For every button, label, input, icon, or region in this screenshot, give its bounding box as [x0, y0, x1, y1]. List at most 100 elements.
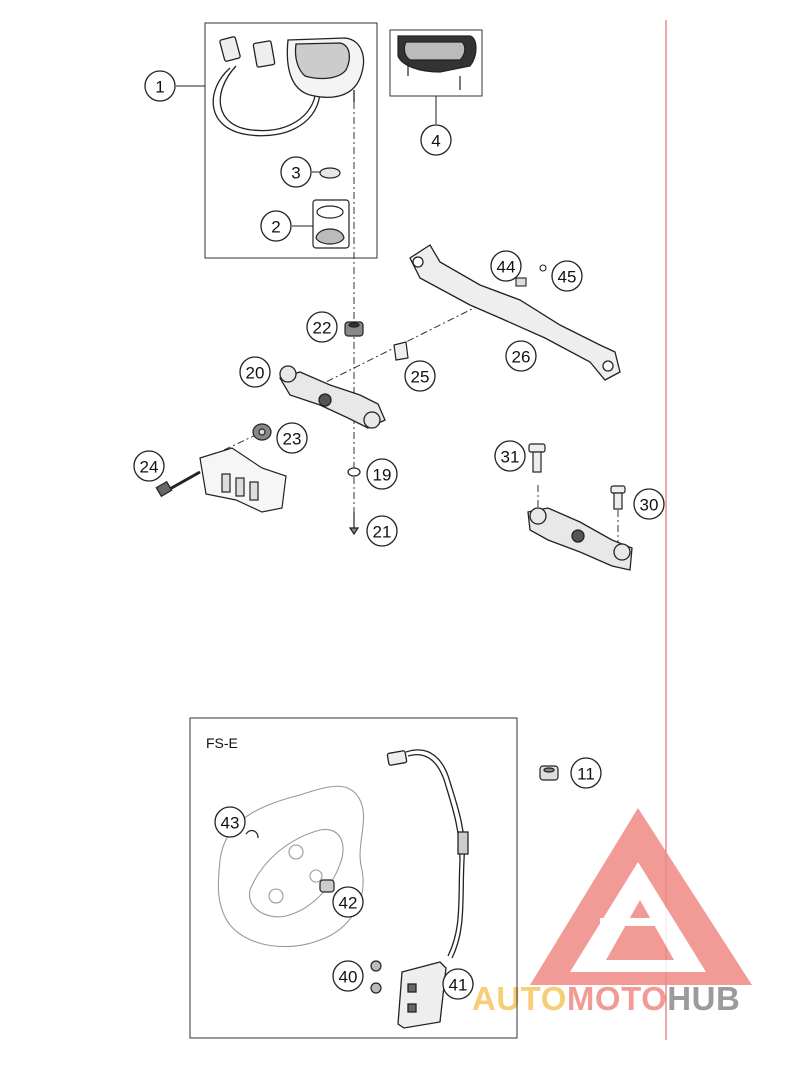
- lower-holder-lug-left: [529, 507, 547, 525]
- caliper-bolt-2: [268, 888, 284, 904]
- callout-circle-11: [570, 757, 602, 789]
- callout-circle-43: [214, 806, 246, 838]
- callout-label-30: 30: [640, 496, 659, 515]
- fs-e-label: FS-E: [206, 735, 238, 751]
- callout-label-26: 26: [512, 348, 531, 367]
- part-clip-11: [539, 765, 559, 781]
- callout-circle-20: [239, 356, 271, 388]
- callout-20: 20: [239, 356, 271, 388]
- callout-label-43: 43: [221, 814, 240, 833]
- sensor-hole-1: [407, 983, 417, 993]
- callout-circle-31: [494, 440, 526, 472]
- display-screen: [403, 41, 466, 61]
- sensor-body: [397, 961, 447, 1029]
- callout-circle-23: [276, 422, 308, 454]
- callout-label-2: 2: [271, 218, 280, 237]
- part-display: [397, 35, 477, 90]
- callout-circle-19: [366, 458, 398, 490]
- callout-circle-45: [551, 260, 583, 292]
- callout-25: 25: [404, 360, 436, 392]
- callout-label-40: 40: [339, 968, 358, 987]
- guard-slot-2: [235, 477, 245, 497]
- holder-20-body: [279, 371, 386, 429]
- watermark-logo: AUTOMOTOHUB: [472, 808, 752, 1017]
- fs-e-box: [189, 717, 518, 1039]
- callout-1: 1: [144, 70, 205, 102]
- part-guard-plate: [199, 447, 287, 513]
- callout-circle-3: [280, 156, 312, 188]
- sensor-cable-b: [407, 754, 461, 957]
- callout-40: 40: [332, 960, 364, 992]
- lower-holder-lug-center: [571, 529, 585, 543]
- part-lower-holder: [527, 507, 633, 571]
- part-seal-kit: [312, 199, 350, 249]
- part-screw-24: [155, 470, 201, 498]
- screw-30-head: [610, 485, 626, 494]
- holder-20-lug-left: [279, 365, 297, 383]
- speedometer-cable: [212, 67, 321, 137]
- callout-44: 44: [490, 250, 522, 282]
- speedometer-connector-a: [219, 36, 241, 62]
- part-screws-40: [370, 960, 382, 994]
- part-pin-25: [393, 341, 409, 361]
- part-clip-43: [245, 829, 259, 839]
- part-spacer-42: [319, 879, 335, 893]
- callout-circle-44: [490, 250, 522, 282]
- speedometer-screen: [294, 42, 351, 80]
- part-rubber-23: [252, 423, 272, 441]
- callout-circle-21: [366, 515, 398, 547]
- callout-30: 30: [633, 488, 665, 520]
- seal-kit-frame: [312, 199, 350, 249]
- callout-circle-22: [306, 311, 338, 343]
- sensor-cable: [405, 749, 465, 959]
- callout-label-19: 19: [373, 466, 392, 485]
- part-holder-20: [279, 365, 386, 429]
- part-nut-22: [344, 321, 364, 337]
- callout-label-11: 11: [577, 765, 595, 784]
- part-cap: [319, 167, 341, 179]
- guard-slot-1: [221, 473, 231, 493]
- callout-label-24: 24: [140, 458, 159, 477]
- callout-circle-24: [133, 450, 165, 482]
- holder-20-lug-right: [363, 411, 381, 429]
- callout-label-25: 25: [411, 368, 430, 387]
- part-washer-45: [539, 264, 547, 272]
- part-screw-30: [610, 485, 626, 510]
- callout-22: 22: [306, 311, 338, 343]
- sensor-sleeve: [457, 831, 469, 855]
- callout-circle-26: [505, 340, 537, 372]
- callout-26: 26: [505, 340, 537, 372]
- speedometer-connector-b: [252, 40, 276, 68]
- screw-30-shaft: [613, 492, 623, 510]
- speedometer-kit-box: [204, 22, 378, 259]
- caliper-bolt-3: [309, 869, 323, 883]
- ghost-brake-caliper: [217, 785, 365, 948]
- callout-31: 31: [494, 440, 526, 472]
- logo-divider: [600, 918, 660, 926]
- screw-40-a: [370, 960, 382, 972]
- rubber-23-hole: [258, 428, 266, 436]
- callout-circle-30: [633, 488, 665, 520]
- callout-circle-42: [332, 886, 364, 918]
- callout-label-22: 22: [313, 319, 332, 338]
- lower-holder-lug-right: [613, 543, 631, 561]
- sensor-plug: [386, 750, 408, 766]
- seal-kit-holder: [315, 228, 345, 245]
- callout-3: 3: [280, 156, 320, 188]
- callout-label-44: 44: [497, 258, 516, 277]
- part-sensor-41: [386, 749, 469, 1029]
- callout-23: 23: [276, 422, 308, 454]
- bracket-hole-left: [412, 256, 424, 268]
- logo-part-moto: MOTO: [567, 980, 667, 1017]
- part-screw-21: [348, 512, 360, 536]
- callout-41: 41: [442, 968, 474, 1000]
- callout-circle-41: [442, 968, 474, 1000]
- guard-slot-3: [249, 481, 259, 501]
- callout-label-1: 1: [155, 78, 164, 97]
- bracket-hole-right: [602, 360, 614, 372]
- callout-label-3: 3: [291, 164, 300, 183]
- speedometer-cable-b: [219, 65, 317, 132]
- callout-label-21: 21: [373, 523, 392, 542]
- callout-2: 2: [260, 210, 313, 242]
- part-speedometer: [212, 36, 365, 137]
